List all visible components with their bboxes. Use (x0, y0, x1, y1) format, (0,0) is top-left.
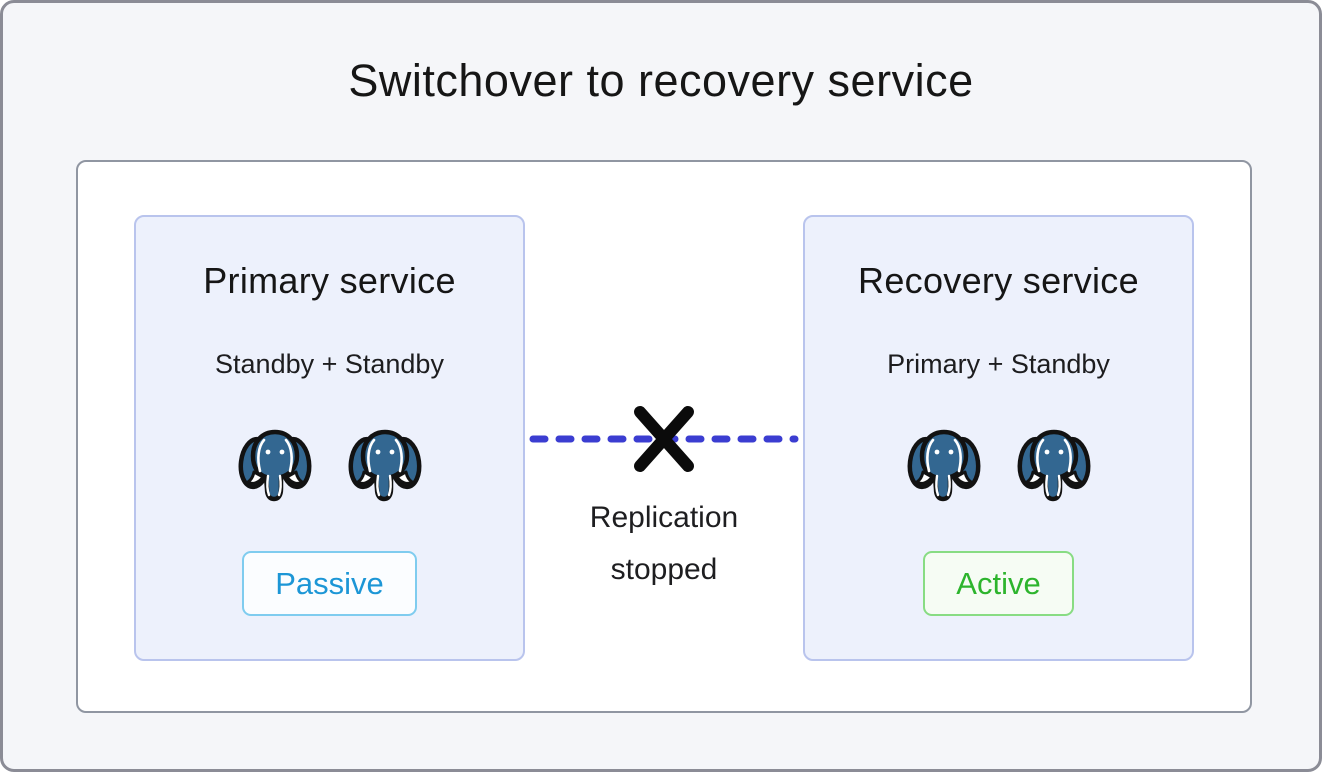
diagram-title: Switchover to recovery service (348, 55, 974, 106)
x-cross-icon (634, 406, 694, 472)
services-container: Primary service Standby + Standby Passiv… (76, 160, 1252, 713)
replication-stopped-label: Replication stopped (589, 501, 739, 586)
status-badge-active: Active (923, 551, 1074, 616)
database-icons-row (237, 427, 423, 503)
postgresql-elephant-icon (906, 427, 982, 503)
replication-connector (529, 406, 799, 472)
database-icons-row (906, 427, 1092, 503)
primary-service-card: Primary service Standby + Standby Passiv… (134, 215, 525, 661)
card-title: Primary service (203, 260, 456, 301)
postgresql-elephant-icon (347, 427, 423, 503)
status-badge-passive: Passive (242, 551, 417, 616)
card-subtitle: Primary + Standby (887, 349, 1110, 379)
postgresql-elephant-icon (1016, 427, 1092, 503)
card-title: Recovery service (858, 260, 1139, 301)
postgresql-elephant-icon (237, 427, 313, 503)
card-subtitle: Standby + Standby (215, 349, 444, 379)
recovery-service-card: Recovery service Primary + Standby Activ… (803, 215, 1194, 661)
